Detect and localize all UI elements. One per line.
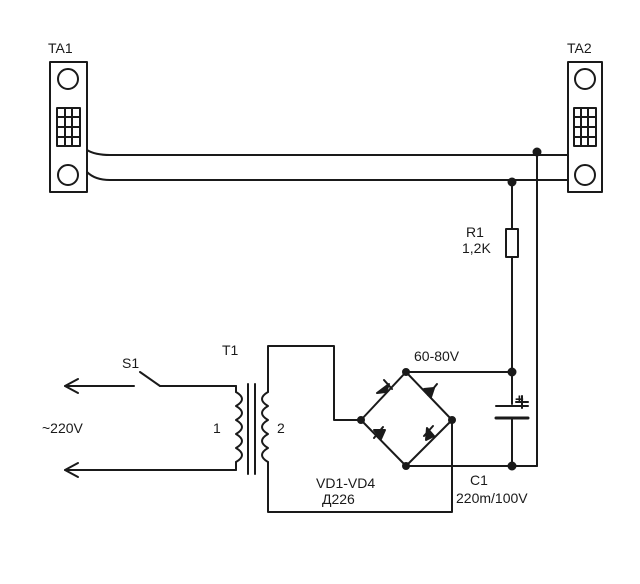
label-ta1: TA1 [48,40,73,56]
label-winding-2: 2 [277,420,285,436]
label-ta2: TA2 [567,40,592,56]
junction-dots [507,147,542,471]
label-c1-name: C1 [470,472,488,488]
transformer-t1 [235,383,269,475]
terminal-block-ta1 [49,61,88,193]
label-winding-1: 1 [213,420,221,436]
return-wire [511,151,538,467]
primary-mains-wiring [64,371,237,478]
label-s1: S1 [122,355,140,371]
secondary-wiring [267,345,453,513]
label-r1-value: 1,2K [462,240,491,256]
label-diodes-type: Д226 [322,491,355,507]
terminal-block-ta2 [567,61,603,193]
label-r1-name: R1 [466,224,484,240]
label-t1: T1 [222,342,239,358]
diode-bridge-vd1-vd4 [357,368,456,470]
label-mains-voltage: ~220V [42,420,83,436]
bridge-output-wires [405,371,513,467]
capacitor-c1 [494,395,530,467]
label-diodes-name: VD1-VD4 [316,475,376,491]
label-bridge-voltage: 60-80V [414,348,460,364]
resistor-r1-branch [505,181,519,405]
label-capacitor-plus: + [515,391,524,408]
line-conductors [86,149,569,181]
label-c1-value: 220m/100V [456,490,528,506]
